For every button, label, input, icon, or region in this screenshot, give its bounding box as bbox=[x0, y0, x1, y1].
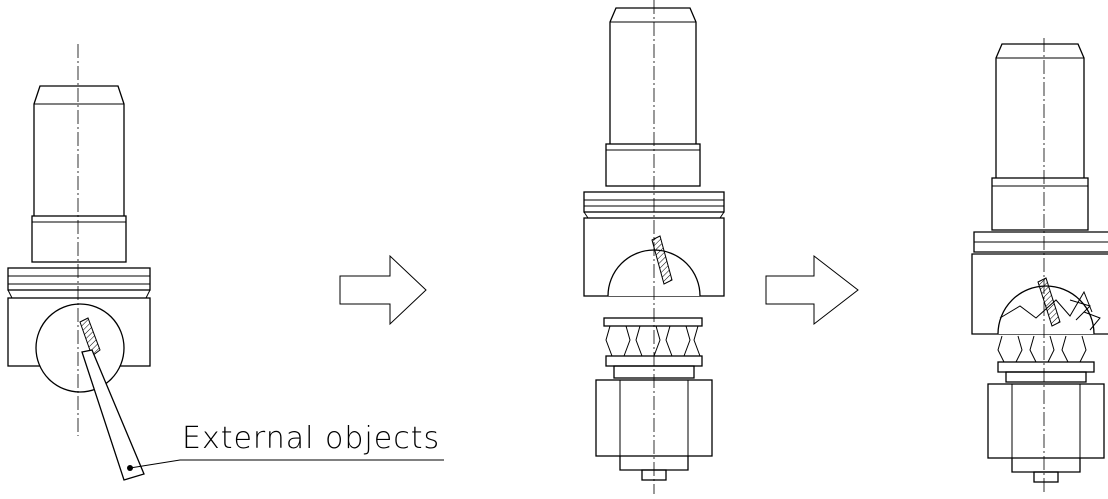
stage3-socket-pin bbox=[1033, 471, 1059, 483]
stage1-external-object-probe bbox=[81, 349, 145, 481]
stage1-cylinder-body bbox=[33, 85, 125, 216]
process-arrow-2 bbox=[765, 254, 859, 326]
stage2-contact-top-ring bbox=[603, 317, 703, 327]
stage1-neck bbox=[31, 215, 127, 263]
stage-2-group bbox=[583, 0, 725, 494]
stage2-contact-fingers bbox=[605, 325, 701, 357]
stage3-damaged-contacts bbox=[997, 290, 1101, 383]
stage3-contact-base-ring bbox=[997, 361, 1095, 373]
stage1-opening-circle bbox=[35, 303, 125, 393]
stage3-contact-neck bbox=[1005, 371, 1087, 383]
stage1-flange-bevel bbox=[7, 289, 151, 299]
stage2-foreign-object bbox=[651, 235, 673, 285]
stage3-cylinder-body bbox=[995, 43, 1085, 178]
stage3-socket-body bbox=[987, 383, 1105, 459]
process-arrow-1 bbox=[339, 254, 427, 326]
stage2-cylinder-body bbox=[609, 7, 697, 144]
stage1-flange bbox=[7, 267, 151, 291]
stage3-contact-fingers bbox=[997, 335, 1087, 363]
stage3-neck bbox=[991, 177, 1089, 231]
annotation-group: External objects bbox=[129, 421, 444, 469]
stage2-socket-contacts bbox=[603, 317, 703, 379]
annotation-leader-line bbox=[129, 459, 444, 469]
stage3-bent-contact-top bbox=[999, 290, 1093, 319]
stage-3-group bbox=[971, 38, 1108, 494]
annotation-label: External objects bbox=[182, 421, 440, 456]
stage3-socket-foot bbox=[1011, 458, 1081, 473]
stage1-foreign-object bbox=[79, 317, 101, 357]
stage3-bent-contact-tips bbox=[1069, 299, 1101, 331]
stage-1-group bbox=[7, 44, 151, 481]
stage3-foreign-object bbox=[1037, 277, 1061, 327]
stage2-neck bbox=[605, 143, 701, 187]
